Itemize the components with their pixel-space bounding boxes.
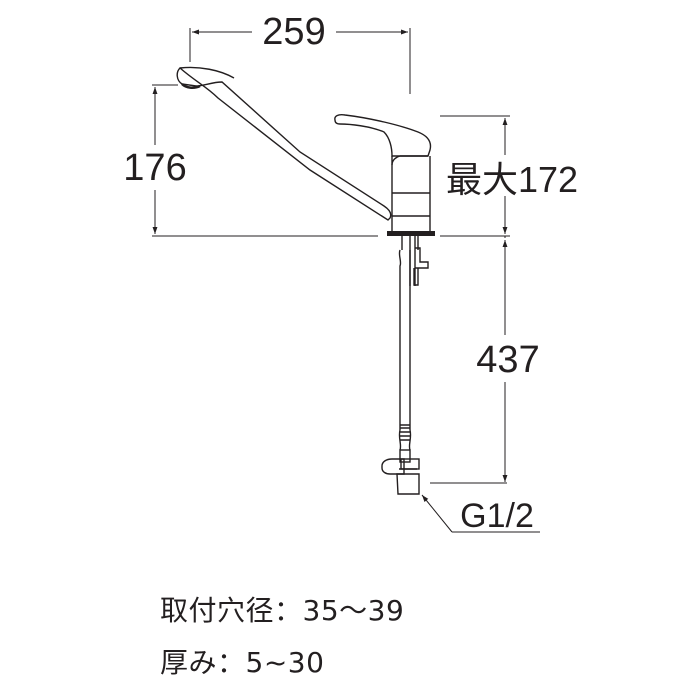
- dimension-max-height: 最大172: [446, 159, 578, 200]
- faucet-outline: [176, 66, 435, 495]
- dimension-lines: [152, 28, 540, 533]
- dimension-spout-height: 176: [123, 147, 186, 189]
- dimension-hose-length: 437: [476, 339, 539, 381]
- dimension-spout-reach: 259: [262, 11, 325, 53]
- dimension-thread-size: G1/2: [460, 497, 534, 535]
- thickness-note: 厚み：5~30: [160, 646, 325, 679]
- mounting-hole-note: 取付穴径：35～39: [160, 594, 405, 627]
